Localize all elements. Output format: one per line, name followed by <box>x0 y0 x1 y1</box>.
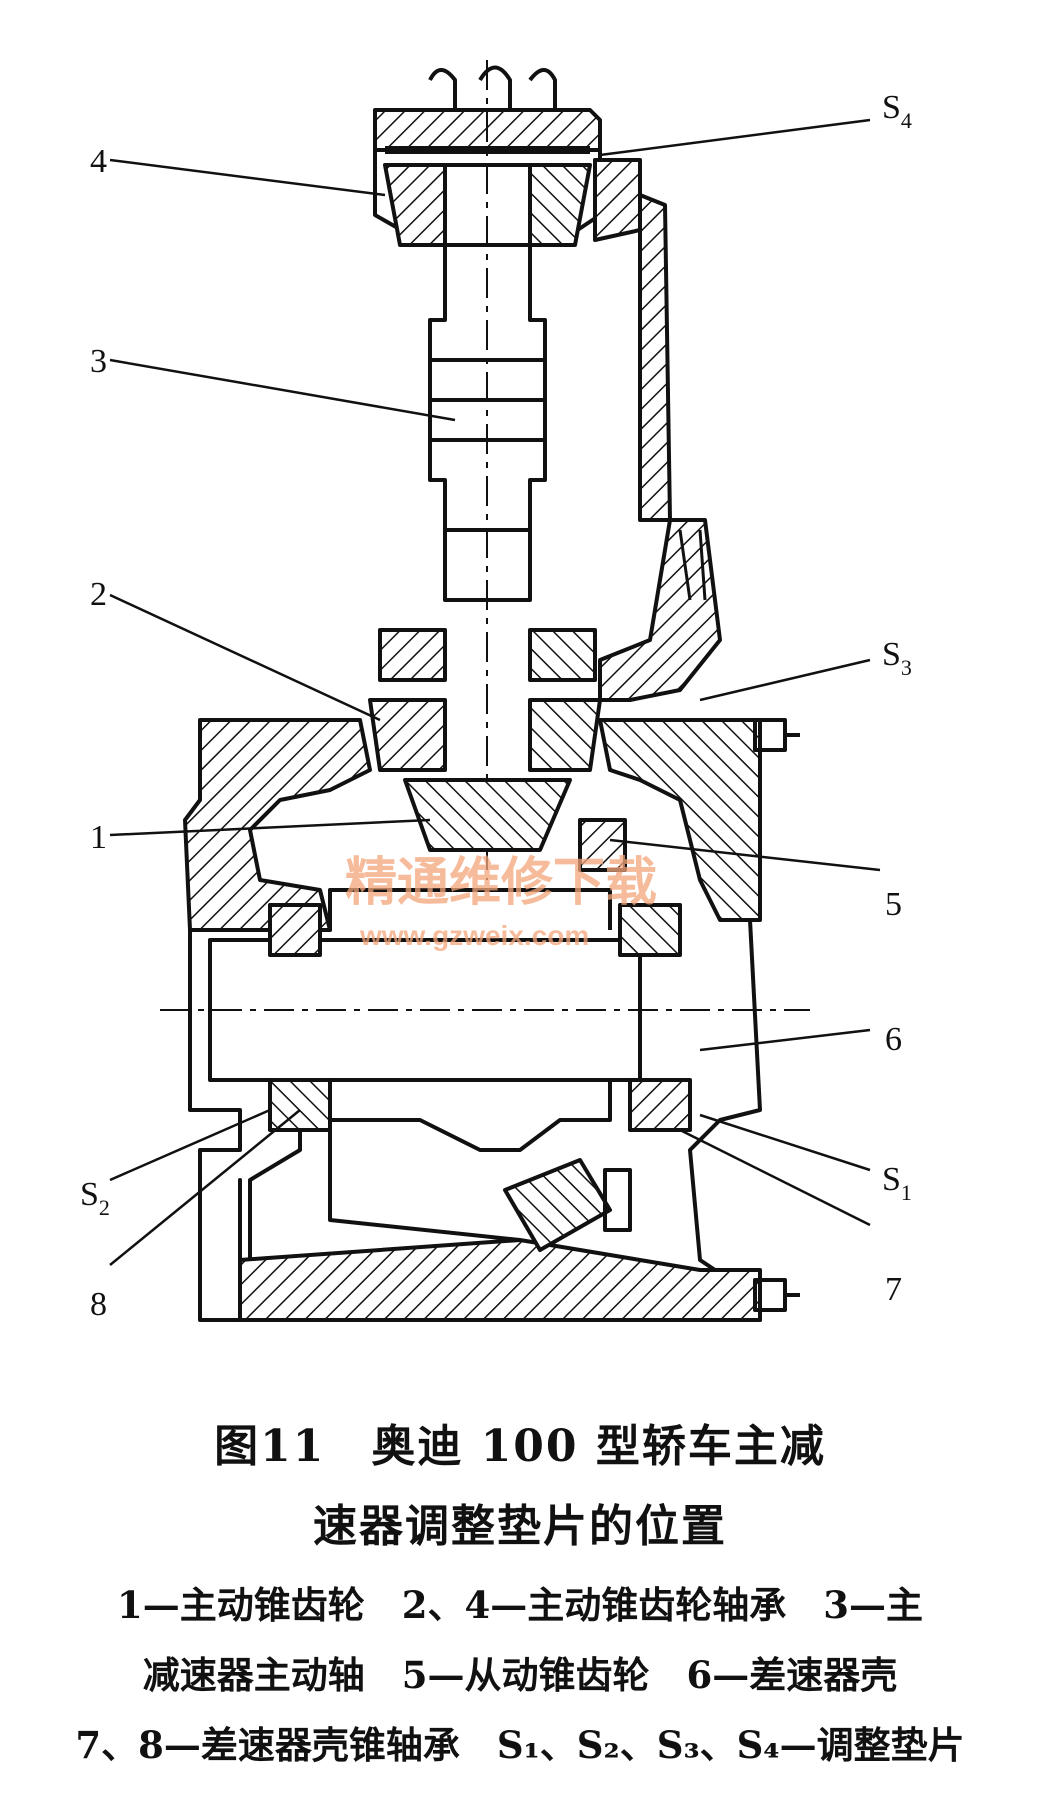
ring-gear <box>503 818 632 1252</box>
figure-caption-line1: 图11 奥迪 100 型轿车主减 <box>214 1421 826 1472</box>
legend-line1: 1—主动锥齿轮 2、4—主动锥齿轮轴承 3—主 <box>117 1583 923 1627</box>
label-s4: S4 <box>882 89 912 133</box>
label-7: 7 <box>885 1271 902 1308</box>
leader-lines <box>109 118 881 1266</box>
label-4: 4 <box>90 143 107 180</box>
label-6: 6 <box>885 1021 902 1058</box>
bolts <box>753 718 800 1312</box>
label-s2: S2 <box>80 1176 110 1220</box>
differential-housing <box>183 718 762 1322</box>
housing-arm <box>598 193 722 702</box>
watermark-url: www.gzweix.com <box>359 920 589 951</box>
label-1: 1 <box>90 819 107 856</box>
pinion-shaft <box>428 60 547 880</box>
label-5: 5 <box>885 886 902 923</box>
label-s3: S3 <box>882 636 912 680</box>
label-3: 3 <box>90 343 107 380</box>
label-s1: S1 <box>882 1161 912 1205</box>
differential-carrier <box>160 888 810 1152</box>
figure-caption-line2: 速器调整垫片的位置 <box>313 1501 727 1552</box>
gearbox-section-drawing: 精通维修下载 www.gzweix.com 4 3 2 1 5 6 7 8 S4… <box>80 60 912 1323</box>
legend-line3: 7、8—差速器壳锥轴承 S₁、S₂、S₃、S₄—调整垫片 <box>75 1723 965 1767</box>
watermark-cn: 精通维修下载 <box>345 854 657 912</box>
differential-bearings <box>268 903 692 1132</box>
upper-bearing <box>383 158 642 247</box>
label-2: 2 <box>90 576 107 613</box>
drive-pinion-gear <box>403 778 572 852</box>
label-8: 8 <box>90 1286 107 1323</box>
legend-line2: 减速器主动轴 5—从动锥齿轮 6—差速器壳 <box>142 1653 898 1697</box>
lower-pinion-bearing <box>368 628 602 772</box>
